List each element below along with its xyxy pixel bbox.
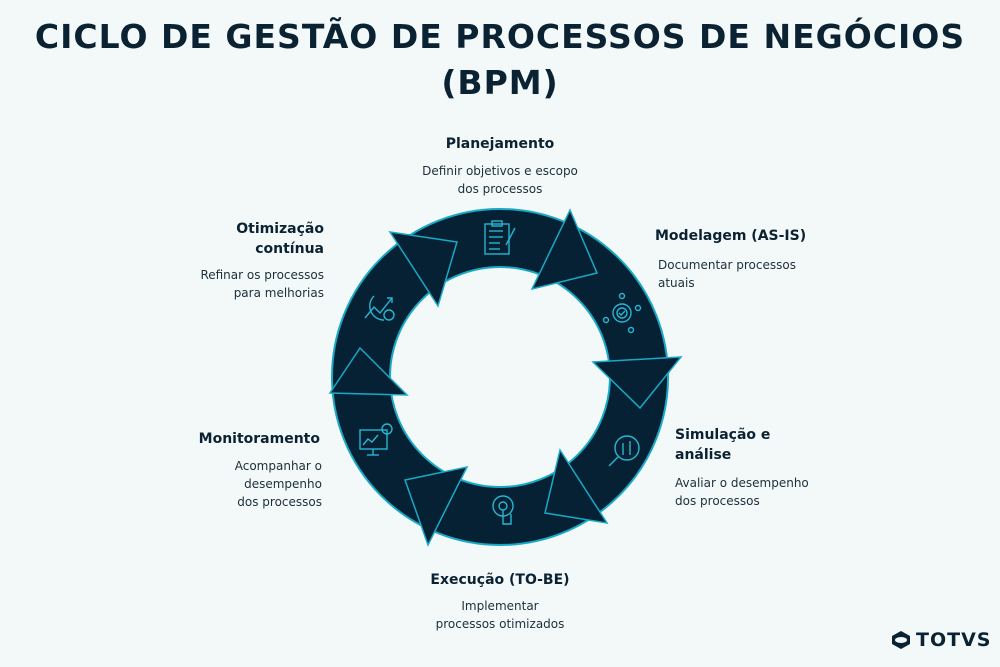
gear-network-icon: [602, 292, 642, 334]
stage-title-planejamento: Planejamento: [445, 136, 555, 152]
stage-title-modelagem: Modelagem (AS-IS): [655, 228, 807, 244]
arrowhead: [404, 465, 469, 547]
gear-touch-icon: [492, 495, 514, 525]
stage-desc-otimizacao: Refinar os processos para melhorias: [200, 268, 324, 300]
totvs-logo: TOTVS: [890, 629, 991, 651]
arrowhead: [388, 231, 458, 308]
arrowhead: [328, 346, 409, 396]
stage-desc-modelagem: Documentar processos atuais: [658, 258, 796, 290]
clipboard-checklist-icon: [484, 220, 516, 255]
stage-desc-monitoramento: Acompanhar o desempenho dos processos: [234, 459, 322, 509]
stage-title-simulacao: Simulação e análise: [675, 427, 771, 463]
stage-title-monitoramento: Monitoramento: [198, 431, 320, 447]
arrowhead: [591, 356, 683, 410]
magnifier-circuit-icon: [608, 435, 640, 467]
page-title: CICLO DE GESTÃO DE PROCESSOS DE NEGÓCIOS…: [34, 17, 966, 102]
growth-cycle-icon: [364, 295, 395, 321]
stage-title-execucao: Execução (TO-BE): [430, 572, 570, 588]
monitor-chart-icon: [359, 423, 393, 456]
stage-title-otimizacao: Otimização contínua: [236, 221, 324, 257]
arrowhead: [530, 208, 599, 291]
totvs-logo-icon: [892, 631, 910, 649]
stage-desc-planejamento: Definir objetivos e escopo dos processos: [422, 164, 578, 196]
stage-desc-simulacao: Avaliar o desempenho dos processos: [675, 476, 809, 508]
logo-text: TOTVS: [916, 629, 992, 651]
stage-desc-execucao: Implementar processos otimizados: [435, 599, 565, 631]
arrowhead: [544, 448, 609, 525]
